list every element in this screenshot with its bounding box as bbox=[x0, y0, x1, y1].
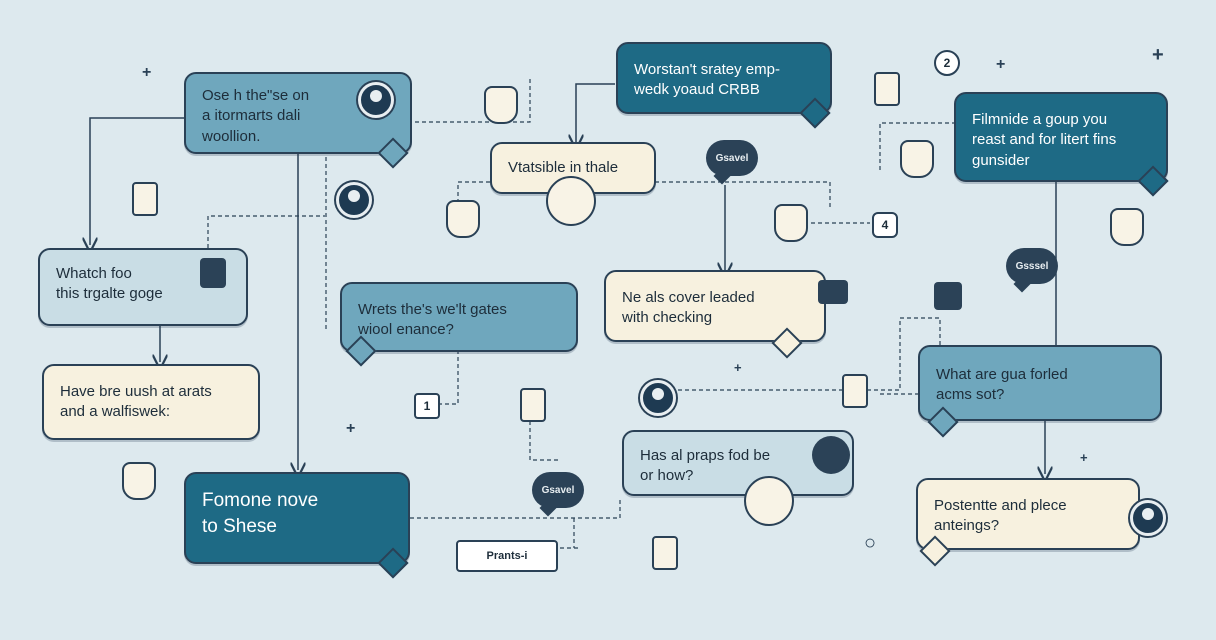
bubble-b1-text: Ose h the"se on a itormarts dali woollio… bbox=[202, 87, 310, 145]
user-avatar-icon bbox=[1130, 500, 1166, 536]
step-badge-4: 4 bbox=[872, 212, 898, 238]
sparkle-icon: + bbox=[142, 64, 152, 81]
sparkle-icon: + bbox=[996, 56, 1006, 73]
bubble-b3: Filmnide a goup you reast and for litert… bbox=[954, 92, 1169, 197]
user-avatar-icon bbox=[336, 182, 372, 218]
prants-label: Prants-i bbox=[456, 540, 558, 572]
pouch-icon bbox=[774, 204, 808, 242]
bubble-b11: Fomone nove to Shese bbox=[184, 472, 410, 579]
bubble-b6-text: Wrets the's we'lt gates wiool enance? bbox=[358, 301, 507, 339]
bubble-b7-text: Ne als cover leaded with checking bbox=[622, 289, 755, 327]
close-icon bbox=[640, 380, 676, 416]
chat-bubble-icon: Gsavel bbox=[706, 140, 758, 176]
bubble-b2-text: Worstan't sratey emp- wedk yoaud CRBB bbox=[634, 61, 780, 99]
bubble-b11-text: Fomone nove to Shese bbox=[202, 490, 319, 537]
sparkle-icon: + bbox=[1080, 450, 1088, 465]
bubble-b8: What are gua forled acms sot? bbox=[918, 345, 1162, 438]
tag-icon bbox=[874, 72, 900, 106]
sparkle-icon: + bbox=[1152, 44, 1164, 66]
rosette-icon bbox=[744, 476, 794, 526]
bubble-b10-text: Has al praps fod be or how? bbox=[640, 447, 771, 485]
sparkle-icon: + bbox=[346, 420, 356, 437]
step-badge-1: 1 bbox=[414, 393, 440, 419]
bubble-b2: Worstan't sratey emp- wedk yoaud CRBB bbox=[616, 42, 832, 129]
pouch-icon bbox=[122, 462, 156, 500]
pouch-icon bbox=[484, 86, 518, 124]
rosette-icon bbox=[546, 176, 596, 226]
sparkle-icon: + bbox=[734, 360, 742, 375]
bubble-b4-text: Vtatsible in thale bbox=[508, 159, 619, 176]
image-icon bbox=[934, 282, 962, 310]
tablet-icon bbox=[200, 258, 226, 288]
chat-bubble-icon: Gsssel bbox=[1006, 248, 1058, 284]
bubble-b7: Ne als cover leaded with checking bbox=[604, 270, 826, 359]
user-avatar-icon bbox=[358, 82, 394, 118]
pouch-icon bbox=[1110, 208, 1144, 246]
tag-icon bbox=[842, 374, 868, 408]
bubble-b9-text: Have bre uush at arats and a walfiswek: bbox=[60, 383, 212, 421]
tag-icon bbox=[520, 388, 546, 422]
bubble-b3-text: Filmnide a goup you reast and for litert… bbox=[972, 111, 1117, 169]
step-badge-2: 2 bbox=[934, 50, 960, 76]
sparkle-icon: ○ bbox=[864, 532, 877, 554]
bubble-b6: Wrets the's we'lt gates wiool enance? bbox=[340, 282, 578, 367]
bubble-b8-text: What are gua forled acms sot? bbox=[936, 366, 1068, 404]
bubble-b12-text: Postentte and plece anteings? bbox=[934, 497, 1067, 535]
device-icon bbox=[818, 280, 848, 304]
bubble-b12: Postentte and plece anteings? bbox=[916, 478, 1140, 567]
pouch-icon bbox=[446, 200, 480, 238]
pouch-icon bbox=[900, 140, 934, 178]
tag-icon bbox=[652, 536, 678, 570]
bubble-b9: Have bre uush at arats and a walfiswek: bbox=[42, 364, 260, 440]
bubble-b5-text: Whatch foo this trgalte goge bbox=[56, 265, 163, 303]
tag-icon bbox=[132, 182, 158, 216]
gear-icon bbox=[812, 436, 850, 474]
chat-bubble-icon: Gsavel bbox=[532, 472, 584, 508]
